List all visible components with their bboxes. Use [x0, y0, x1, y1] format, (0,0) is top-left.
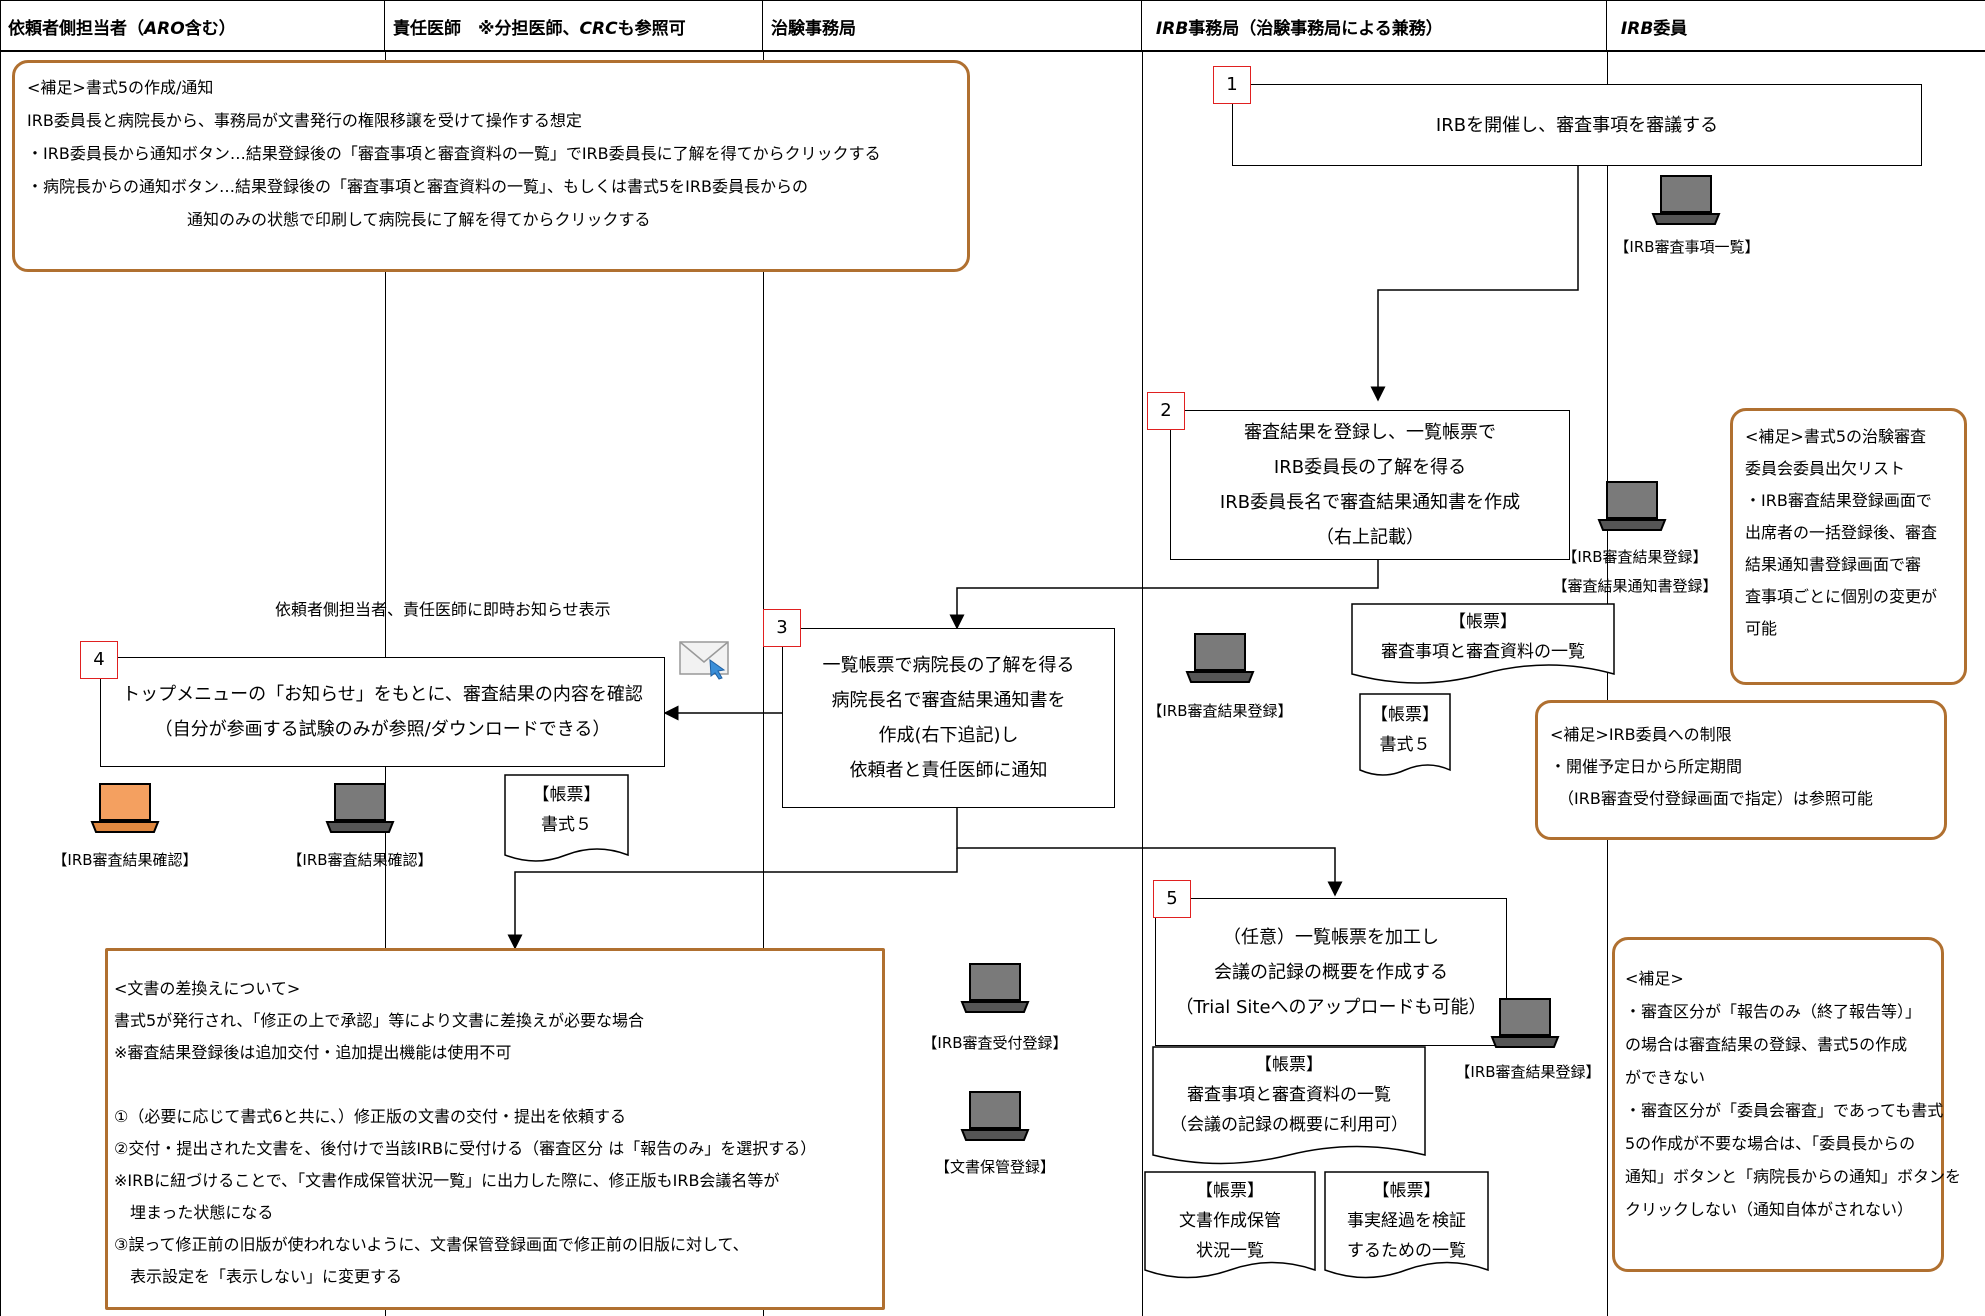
screen-label-irb-check2: 【IRB審査結果確認】 — [287, 851, 433, 869]
step-5-box: （任意）一覧帳票を加工し会議の記録の概要を作成する（Trial Siteへのアッ… — [1155, 898, 1507, 1046]
screen-label-irb-result-reg: 【IRB審査結果登録】 — [1562, 548, 1708, 566]
lane-header-office: 治験事務局 — [763, 0, 1142, 52]
note-document-replacement: <文書の差換えについて>書式5が発行され、「修正の上で承認」等により文書に差換え… — [105, 948, 885, 1310]
screen-label-irb-check1: 【IRB審査結果確認】 — [52, 851, 198, 869]
doc-shape-d4 — [1152, 1046, 1426, 1165]
laptop-icon — [325, 780, 395, 842]
doc-review-list: 【帳票】審査事項と審査資料の一覧 — [1381, 612, 1585, 662]
doc-storage-status: 【帳票】文書作成保管状況一覧 — [1179, 1181, 1281, 1261]
left-border — [0, 0, 1, 1316]
screen-label-irb-list: 【IRB審査事項一覧】 — [1614, 238, 1760, 256]
doc-fact-verification: 【帳票】事実経過を検証するための一覧 — [1347, 1181, 1466, 1261]
note-member-restriction: <補足>IRB委員への制限・開催予定日から所定期間 （IRB審査受付登録画面で指… — [1535, 700, 1947, 840]
screen-label-result-notice-reg: 【審査結果通知書登録】 — [1552, 577, 1718, 595]
step-5-number: 5 — [1153, 880, 1191, 918]
arrow-3-to-5 — [956, 808, 1343, 897]
doc-shape-d3 — [504, 774, 629, 862]
doc-form5-a: 【帳票】書式５ — [1371, 705, 1439, 755]
lane-header-sponsor: 依頼者側担当者（ARO含む） — [0, 0, 385, 52]
step-2-number: 2 — [1147, 392, 1185, 430]
laptop-icon — [960, 960, 1030, 1022]
doc-review-list-meeting: 【帳票】審査事項と審査資料の一覧（会議の記録の概要に利用可） — [1170, 1055, 1408, 1135]
notify-label: 依頼者側担当者、責任医師に即時お知らせ表示 — [275, 600, 611, 619]
laptop-icon — [1597, 478, 1667, 540]
step-3-number: 3 — [763, 609, 801, 647]
step-4-box: トップメニューの「お知らせ」をもとに、審査結果の内容を確認（自分が参画する試験の… — [100, 657, 665, 767]
screen-label-doc-store: 【文書保管登録】 — [934, 1158, 1055, 1176]
laptop-icon-highlighted — [90, 780, 160, 842]
top-border — [0, 0, 1985, 1]
doc-form5-b: 【帳票】書式５ — [532, 785, 601, 835]
doc-shape-d6 — [1324, 1171, 1489, 1279]
screen-label-irb-result-reg2: 【IRB審査結果登録】 — [1147, 702, 1293, 720]
laptop-icon — [1185, 630, 1255, 692]
doc-shape-d5 — [1144, 1171, 1316, 1279]
lane-divider — [1142, 52, 1143, 1316]
arrow-2-to-3 — [949, 560, 1379, 630]
screen-label-irb-accept: 【IRB審査受付登録】 — [922, 1034, 1068, 1052]
lane-header-irb-member: IRB委員 — [1607, 0, 1985, 52]
note-review-category: <補足>・審査区分が「報告のみ（終了報告等）」の場合は審査結果の登録、書式5の作… — [1612, 937, 1961, 1272]
step-4-number: 4 — [80, 641, 118, 679]
step-1-number: 1 — [1213, 66, 1251, 104]
lane-divider — [1607, 52, 1608, 1316]
doc-shape-d2 — [1359, 693, 1451, 776]
step-3-box: 一覧帳票で病院長の了解を得る病院長名で審査結果通知書を作成(右下追記)し依頼者と… — [782, 628, 1115, 808]
step-1-box: IRBを開催し、審査事項を審議する — [1232, 84, 1922, 166]
arrow-1-to-2 — [1370, 166, 1579, 402]
laptop-icon — [1490, 995, 1560, 1057]
lane-header-irb-office: IRB事務局（治験事務局による兼務） — [1142, 0, 1607, 52]
lane-header-investigator: 責任医師 ※分担医師、CRCも参照可 — [385, 0, 763, 52]
lane-divider — [763, 52, 764, 1316]
mail-icon — [679, 641, 729, 680]
arrow-3-to-docnote — [507, 848, 958, 950]
laptop-icon — [1651, 172, 1721, 234]
screen-label-irb-result-reg3: 【IRB審査結果登録】 — [1455, 1063, 1601, 1081]
note-attendance-list: <補足>書式5の治験審査委員会委員出欠リスト・IRB審査結果登録画面で出席者の一… — [1730, 408, 1967, 685]
laptop-icon — [960, 1088, 1030, 1150]
doc-shape-d1 — [1351, 603, 1615, 684]
